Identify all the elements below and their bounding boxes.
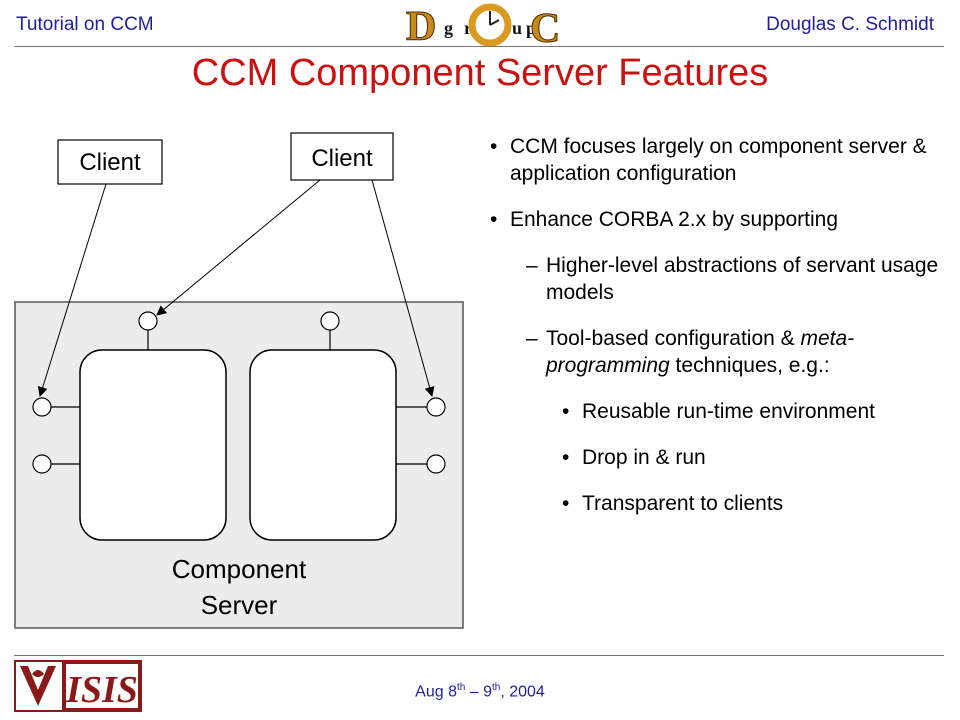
date-part: Aug 8 — [415, 683, 457, 701]
bullet-focus: • CCM focuses largely on component serve… — [490, 133, 950, 187]
component-left — [79, 349, 227, 541]
logo-letter-g: g — [444, 18, 453, 38]
bullet-text: Drop in & run — [582, 446, 706, 469]
date-superscript: th — [456, 682, 466, 693]
footer-date: Aug 8th – 9th, 2004 — [0, 682, 960, 701]
component-server-diagram: Client Client Component Server — [0, 120, 480, 640]
port-left-lower — [32, 454, 52, 474]
logo-letter-c: C — [530, 6, 560, 48]
logo-letter-u: u — [512, 18, 522, 38]
logo-letter-p: p — [526, 18, 536, 38]
bullet-enhance: • Enhance CORBA 2.x by supporting — [490, 206, 950, 233]
subsubbullet-runtime: • Reusable run-time environment — [490, 398, 950, 425]
arrow-client-left-to-port — [37, 183, 107, 397]
bullet-text-post: techniques, e.g.: — [669, 354, 830, 377]
date-superscript: th — [492, 682, 501, 693]
bullet-text: CCM focuses largely on component server … — [510, 135, 927, 185]
subbullet-tools: – Tool-based configuration & meta-progra… — [490, 325, 950, 379]
header-divider — [14, 46, 944, 47]
bullet-dot: • — [562, 492, 570, 515]
vanderbilt-v-icon — [20, 666, 56, 706]
bullet-dash: – — [526, 327, 538, 350]
logo-letter-d: D — [406, 4, 436, 48]
bullet-dot: • — [562, 400, 570, 423]
doc-group-logo: D g r u p C — [404, 2, 561, 53]
server-label-line2: Server — [201, 590, 278, 620]
facet-port-left — [138, 311, 158, 331]
bullet-dot: • — [562, 446, 570, 469]
port-right-lower — [426, 454, 446, 474]
logo-letter-r: r — [464, 18, 472, 38]
subbullet-abstractions: – Higher-level abstractions of servant u… — [490, 252, 950, 306]
doc-group-logo-graphic: D g r u p C — [406, 3, 561, 53]
header-right-author: Douglas C. Schmidt — [766, 14, 934, 35]
bullet-text-emphasis: meta-programming — [546, 327, 855, 377]
bullet-text: Enhance CORBA 2.x by supporting — [510, 208, 839, 231]
bullet-text: Transparent to clients — [582, 492, 784, 515]
arrow-client-right-to-port — [371, 179, 435, 397]
date-part: – 9 — [465, 683, 492, 701]
subsubbullet-dropin: • Drop in & run — [490, 444, 950, 471]
bullet-dot: • — [490, 135, 498, 158]
bullet-text-pre: Tool-based configuration & — [546, 327, 801, 350]
client-box-right — [290, 132, 394, 181]
footer-divider — [14, 655, 944, 656]
logo-clock-icon — [468, 3, 512, 47]
server-label-line1: Component — [172, 554, 307, 584]
client-right-label: Client — [311, 145, 373, 172]
component-right — [249, 349, 397, 541]
feature-bullets: • CCM focuses largely on component serve… — [490, 133, 950, 536]
date-part: , 2004 — [500, 683, 545, 701]
slide-title: CCM Component Server Features — [191, 52, 769, 94]
bullet-dash: – — [526, 254, 538, 277]
header-left-title: Tutorial on CCM — [16, 14, 154, 35]
arrow-client-right-to-facet — [156, 179, 321, 316]
subsubbullet-transparent: • Transparent to clients — [490, 490, 950, 517]
footer-logo-graphic: ISIS — [14, 660, 142, 712]
isis-logo-text: ISIS — [65, 669, 138, 711]
client-left-label: Client — [79, 149, 141, 176]
client-box-left — [57, 139, 163, 185]
oak-leaf-icon — [32, 670, 44, 677]
vanderbilt-isis-logo: ISIS — [14, 660, 142, 712]
diagram-graphic: Client Client Component Server — [14, 132, 464, 629]
bullet-dot: • — [490, 208, 498, 231]
port-right-upper — [426, 397, 446, 417]
facet-port-right — [320, 311, 340, 331]
port-left-upper — [32, 397, 52, 417]
bullet-text: Higher-level abstractions of servant usa… — [546, 254, 939, 304]
bullet-text: Reusable run-time environment — [582, 400, 875, 423]
